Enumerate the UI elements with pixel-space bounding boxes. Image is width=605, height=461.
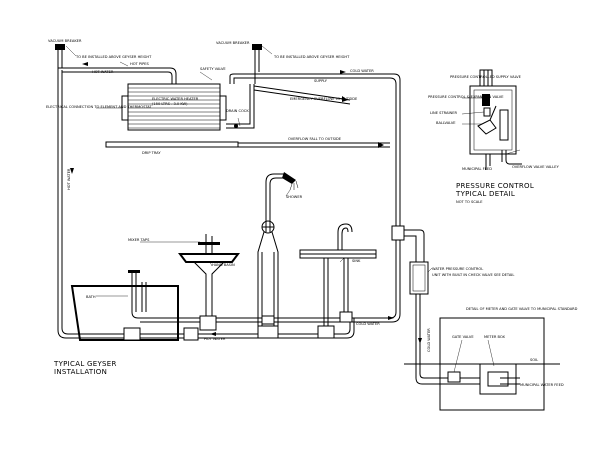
label-drip-tray: DRIP TRAY — [142, 151, 161, 155]
label-hand-basin: HAND BASIN — [212, 263, 235, 267]
label-cold-water-bottom: COLD WATER — [356, 322, 380, 326]
label-see-detail: UNIT WITH BUILT IN CHECK VALVE SEE DETAI… — [432, 273, 514, 277]
label-overflow-valley: OVERFLOW VALVE VALLEY — [512, 165, 560, 169]
detail-scale: NOT TO SCALE — [456, 200, 483, 204]
label-emergency-overflow: EMERGENCY OVERFLOW TO OUTSIDE — [290, 97, 358, 101]
drip-tray — [105, 141, 390, 148]
drawing-title-line2: INSTALLATION — [54, 368, 107, 376]
label-line-strainer: LINE STRAINER — [430, 111, 457, 115]
flow-arrows — [70, 62, 422, 344]
detail-title-line2: TYPICAL DETAIL — [455, 190, 515, 198]
drawing-title-line1: TYPICAL GEYSER — [53, 360, 117, 368]
label-to-be-installed-left: TO BE INSTALLED ABOVE GEYSER HEIGHT — [75, 55, 152, 59]
label-to-be-installed-mid: TO BE INSTALLED ABOVE GEYSER HEIGHT — [273, 55, 350, 59]
leader-lines — [65, 45, 521, 373]
label-soil: SOIL — [530, 358, 538, 362]
label-hot-pipes: HOT PIPES — [130, 62, 150, 66]
label-pc-valve: PRESSURE CONTROL & EXPANSION VALVE — [428, 95, 504, 99]
pressure-control-detail — [469, 69, 522, 170]
label-sink: SINK — [352, 259, 361, 263]
label-meter-box: METER BOX — [484, 335, 505, 339]
shower-unit — [257, 172, 299, 339]
detail-title-line1: PRESSURE CONTROL — [456, 182, 534, 190]
label-gate-valve: GATE VALVE — [452, 335, 474, 339]
label-cold-water-vertical: COLD WATER — [427, 328, 431, 352]
label-electric-heater: ELECTRIC WATER HEATER — [152, 97, 199, 101]
label-hot-water-bottom: HOT WATER — [204, 337, 226, 341]
vacuum-breaker-left — [55, 44, 65, 68]
label-shower: SHOWER — [286, 195, 303, 199]
vacuum-breaker-mid — [252, 44, 262, 72]
label-bath: BATH — [86, 295, 96, 299]
label-drain-cock: DRAIN COCK — [226, 109, 249, 113]
pipe-fittings — [183, 225, 405, 341]
label-municipal-feed: MUNICIPAL FEED — [462, 167, 492, 171]
label-pc-title: PRESSURE CONTROLLED SUPPLY VALVE — [450, 75, 522, 79]
label-vacuum-breaker-left: VACUUM BREAKER — [48, 39, 82, 43]
label-municipal-water-feed: MUNICIPAL WATER FEED — [520, 383, 564, 387]
meter-detail-box — [404, 317, 560, 411]
label-electrical-connection: ELECTRICAL CONNECTION TO ELEMENT AND THE… — [46, 105, 152, 109]
label-safety-valve: SAFETY VALVE — [200, 67, 226, 71]
emergency-overflow-pipe — [253, 85, 351, 101]
label-vacuum-breaker-mid: VACUUM BREAKER — [216, 41, 250, 45]
bath — [70, 270, 179, 341]
label-hot-water-vertical: HOT WATER — [67, 168, 71, 190]
label-water-pressure-control: WATER PRESSURE CONTROL — [432, 267, 483, 271]
label-hot-water-top: HOT WATER — [92, 70, 114, 74]
label-ball-valve: BALLVALVE — [436, 121, 456, 125]
label-supply: SUPPLY — [314, 79, 328, 83]
sink — [299, 223, 377, 339]
label-cold-water-top: COLD WATER — [350, 69, 374, 73]
water-pressure-control-unit — [409, 261, 429, 295]
label-mixer-taps: MIXER TAPS — [128, 238, 150, 242]
label-overflow-fall: OVERFLOW FALL TO OUTSIDE — [288, 137, 342, 141]
hand-basin — [178, 234, 240, 331]
label-detail-meter: DETAIL OF METER AND GATE VALVE TO MUNICI… — [466, 307, 578, 311]
label-heater-capacity: (150 LTRS - 3.0 KW) — [152, 102, 188, 106]
